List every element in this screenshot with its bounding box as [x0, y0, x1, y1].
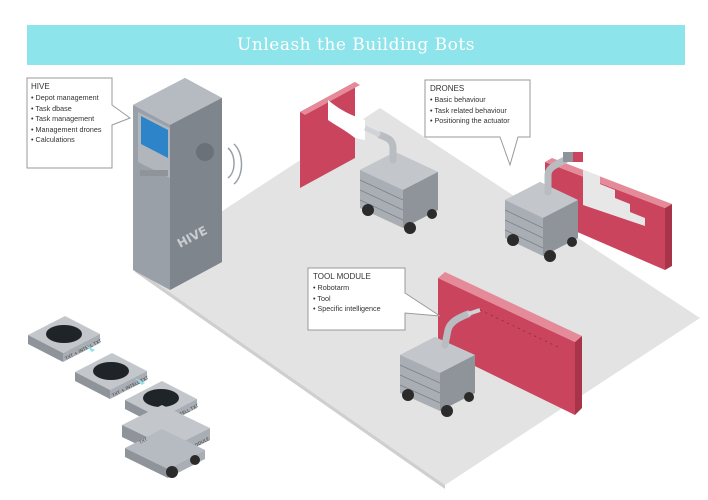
- hive-callout-title: HIVE: [31, 82, 50, 91]
- robot-drone-right: [504, 152, 578, 262]
- module-5-label: TXT: [137, 436, 148, 446]
- module-5: TXT: [125, 429, 205, 478]
- hive-screen: [141, 116, 168, 158]
- tool-module-item-robotarm: Robotarm: [313, 283, 381, 294]
- drones-callout-title: DRONES: [430, 84, 465, 93]
- tool-module-callout: TOOL MODULE Robotarm Tool Specific intel…: [313, 272, 381, 315]
- tool-module-item-tool: Tool: [313, 294, 381, 305]
- hive-tower: HIVE: [133, 78, 243, 290]
- wall-back-left: [300, 82, 365, 188]
- robot-drone-back: [359, 125, 438, 234]
- hive-item-task-dbase: Task dbase: [31, 104, 101, 115]
- hive-item-depot: Depot management: [31, 93, 101, 104]
- hive-item-management-drones: Management drones: [31, 125, 102, 136]
- module-1: TXT + INTELL TXT: [28, 316, 103, 362]
- module-stack: TXT + INTELL TXT TXT + INTELL TXT TXT + …: [28, 316, 211, 478]
- module-2: TXT + INTELL TXT: [75, 353, 150, 399]
- hive-item-task-management: Task management: [31, 114, 101, 125]
- drones-item-basic: Basic behaviour: [430, 95, 510, 106]
- drones-callout: DRONES Basic behaviour Task related beha…: [430, 84, 510, 127]
- tool-module-callout-title: TOOL MODULE: [313, 272, 371, 281]
- tool-module-item-intelligence: Specific intelligence: [313, 304, 381, 315]
- page-title: Unleash the Building Bots: [237, 35, 475, 55]
- wall-right: [545, 152, 672, 270]
- drones-item-task: Task related behaviour: [430, 106, 510, 117]
- title-banner: Unleash the Building Bots: [27, 25, 685, 65]
- drones-item-positioning: Positioning the actuator: [430, 116, 510, 127]
- hive-callout: HIVE Depot management Task dbase Task ma…: [31, 82, 101, 146]
- hive-item-calculations: Calculations: [31, 135, 101, 146]
- robot-tool-module: [399, 308, 481, 417]
- floor-edge: [135, 268, 445, 489]
